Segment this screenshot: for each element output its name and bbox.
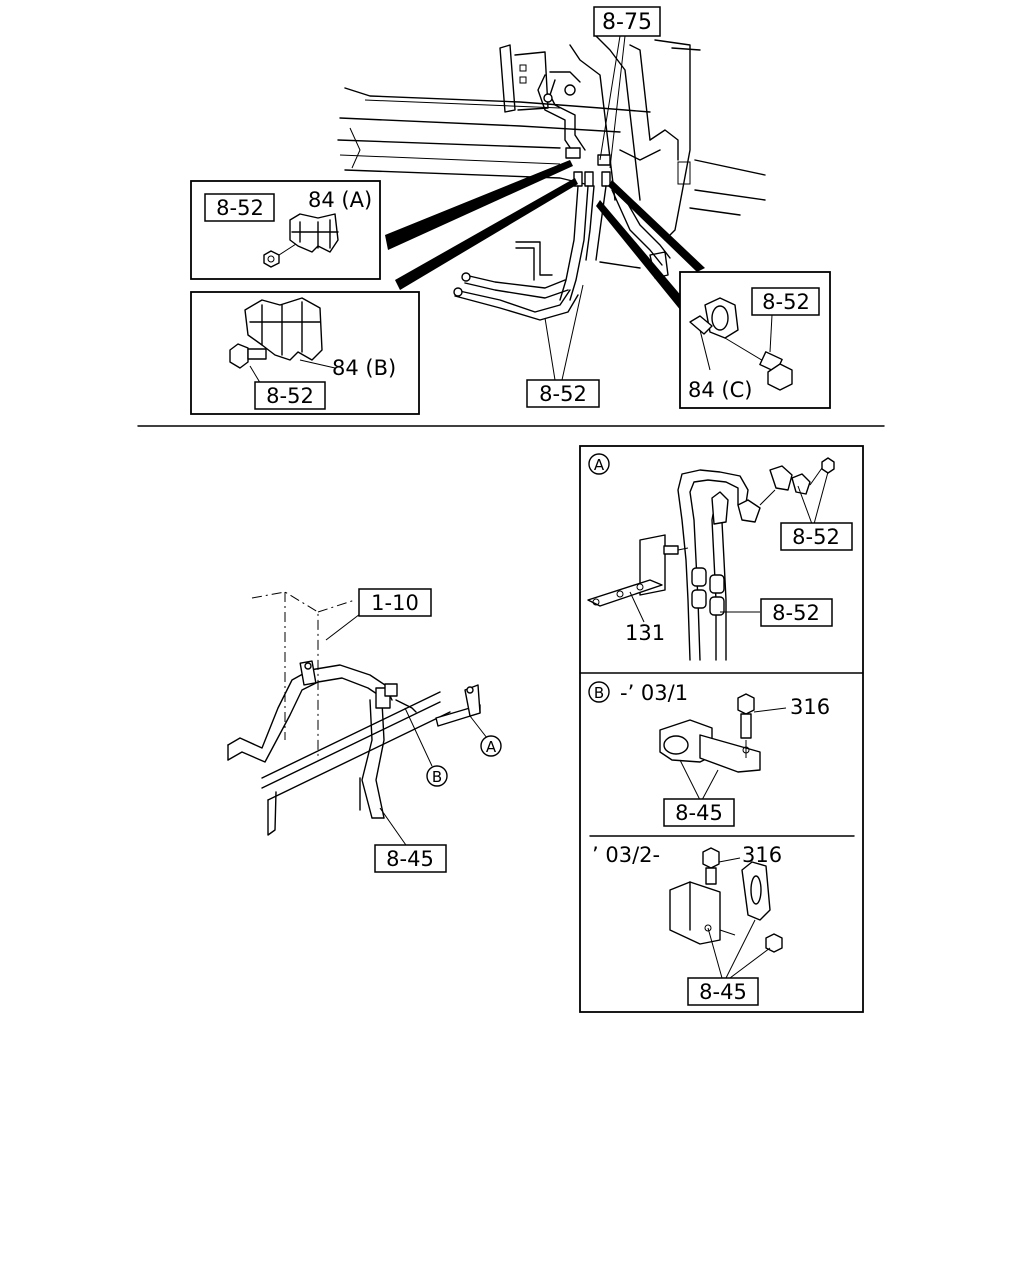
lower-routing-drawing [227,591,488,849]
detail-b-early-part: 316 [790,695,830,719]
detail-a-ref-top-label: 8-52 [792,525,840,549]
ref-8-45-lower-label: 8-45 [386,847,434,871]
detail-b-late: ’ 03/2- 316 [592,843,783,979]
detail-b-late-date: ’ 03/2- [592,843,660,867]
bolt-316-early-icon [737,693,787,739]
ref-8-75-callout: 8-75 [593,6,661,169]
detail-a-part-label: 131 [625,621,665,645]
callout-b-letter: B [432,768,442,786]
detail-b-early-ref: 8-45 [663,798,735,827]
inset-84b-part-label: 84 (B) [332,356,396,380]
inset-84c: 8-52 84 (C) [679,271,831,409]
clip-84a-icon [289,213,339,253]
ref-8-52-main-callout: 8-52 [526,284,600,408]
inset-84c-ref-label: 8-52 [762,290,810,314]
bolt-84c-icon [724,314,793,391]
inset-84c-part-label: 84 (C) [688,378,752,402]
inset-84a-part-label: 84 (A) [308,188,372,212]
detail-b-early-ref-label: 8-45 [675,801,723,825]
bolt-316-late-icon [702,847,741,885]
inset-84a: 8-52 84 (A) [190,180,381,280]
ref-8-52-main-label: 8-52 [539,382,587,406]
ref-8-45-lower-callout: 8-45 [374,844,447,873]
callout-a-circle: A [480,735,502,757]
detail-b-early-date: -’ 03/1 [620,681,688,705]
bolt-84b-icon [229,343,267,387]
detail-b-late-ref-label: 8-45 [699,980,747,1004]
detail-b-late-part: 316 [742,843,782,867]
detail-a-ref-top: 8-52 [780,522,853,551]
inset-84b: 84 (B) 8-52 [190,291,420,415]
detail-b-late-ref: 8-45 [687,977,759,1006]
ref-1-10-callout: 1-10 [358,588,432,617]
detail-a-ref-bottom-label: 8-52 [772,601,820,625]
clip-84b-icon [244,297,336,369]
detail-a-ref-bottom: 8-52 [760,598,833,627]
detail-a: A [587,453,835,661]
inset-84a-ref-label: 8-52 [216,196,264,220]
clip-84c-icon [689,297,739,371]
detail-b-letter: B [594,684,604,702]
nut-84a-icon [263,243,297,268]
inset-84b-ref-label: 8-52 [266,384,314,408]
ref-1-10-label: 1-10 [371,591,419,615]
detail-b-early: B -’ 03/1 316 [588,681,830,801]
callout-a-letter: A [486,738,497,756]
detail-a-letter: A [594,456,605,474]
ref-8-75-label: 8-75 [602,10,652,35]
callout-b-circle: B [426,765,448,787]
top-assembly-drawing [337,34,766,322]
